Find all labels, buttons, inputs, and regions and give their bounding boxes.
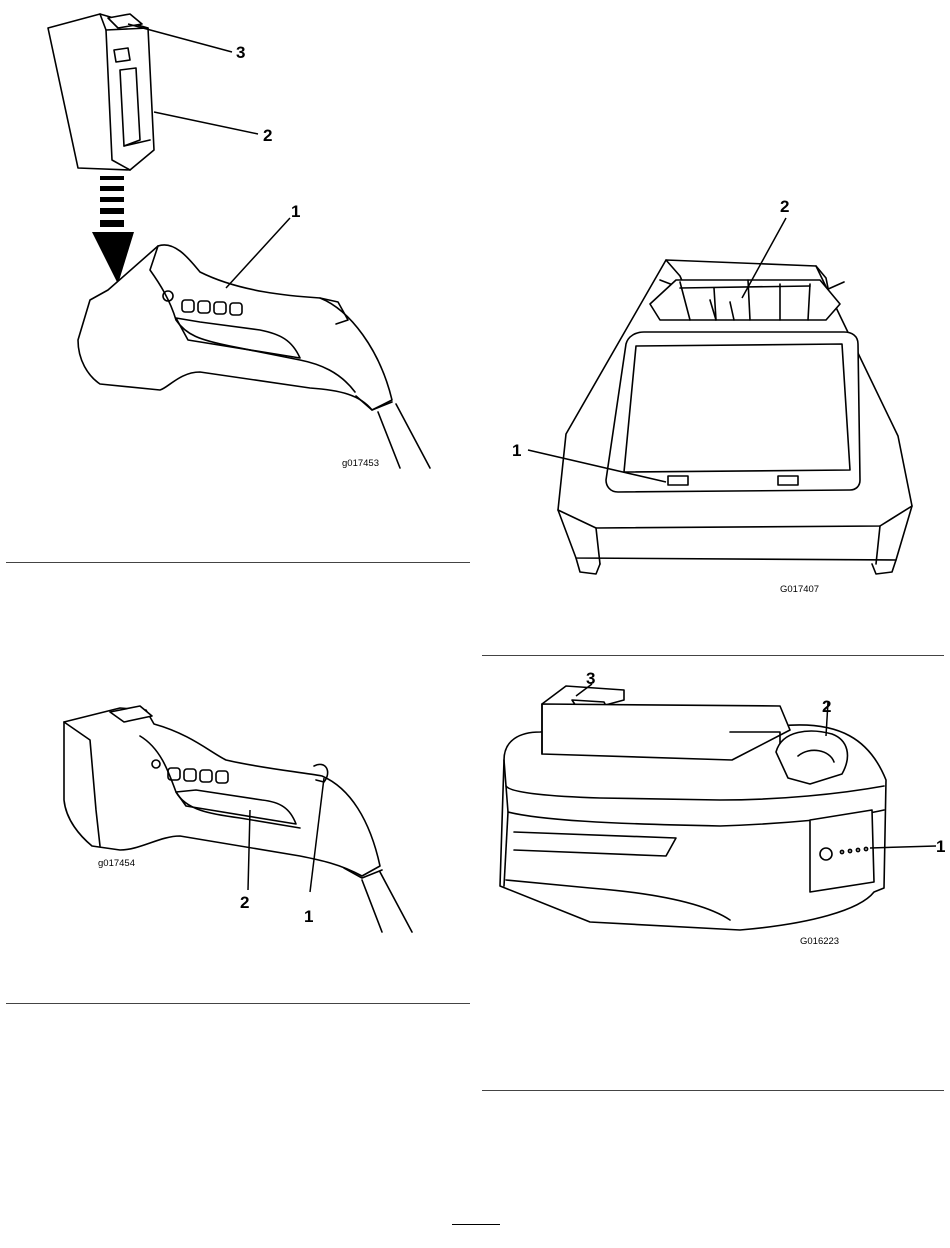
callout-2: 2 bbox=[822, 697, 831, 716]
callout-3: 3 bbox=[236, 43, 245, 62]
figure-id: g017453 bbox=[342, 458, 379, 469]
figure-charger: 2 1 G017407 bbox=[480, 180, 950, 600]
charger-illustration: 2 1 G017407 bbox=[480, 180, 950, 600]
callout-1: 1 bbox=[936, 837, 945, 856]
divider bbox=[482, 1090, 944, 1091]
figure-handle: 2 1 g017454 bbox=[0, 660, 470, 960]
page-number-rule bbox=[452, 1224, 500, 1225]
divider bbox=[6, 562, 470, 563]
callout-3: 3 bbox=[586, 669, 595, 688]
divider bbox=[482, 655, 944, 656]
divider bbox=[6, 1003, 470, 1004]
figure-id: G016223 bbox=[800, 936, 839, 947]
callout-1: 1 bbox=[304, 907, 313, 926]
figure-id: g017454 bbox=[98, 858, 135, 869]
callout-1: 1 bbox=[291, 202, 300, 221]
figure-id: G017407 bbox=[780, 584, 819, 595]
down-arrow-icon bbox=[92, 176, 134, 284]
battery-illustration: 3 2 1 G016223 bbox=[480, 660, 950, 960]
callout-2: 2 bbox=[240, 893, 249, 912]
callout-2: 2 bbox=[780, 197, 789, 216]
battery-insert-illustration: 3 2 1 g017453 bbox=[0, 0, 470, 560]
handle-illustration: 2 1 g017454 bbox=[0, 660, 470, 960]
callout-2: 2 bbox=[263, 126, 272, 145]
callout-1: 1 bbox=[512, 441, 521, 460]
figure-battery: 3 2 1 G016223 bbox=[480, 660, 950, 960]
figure-battery-insert: 3 2 1 g017453 bbox=[0, 0, 470, 560]
